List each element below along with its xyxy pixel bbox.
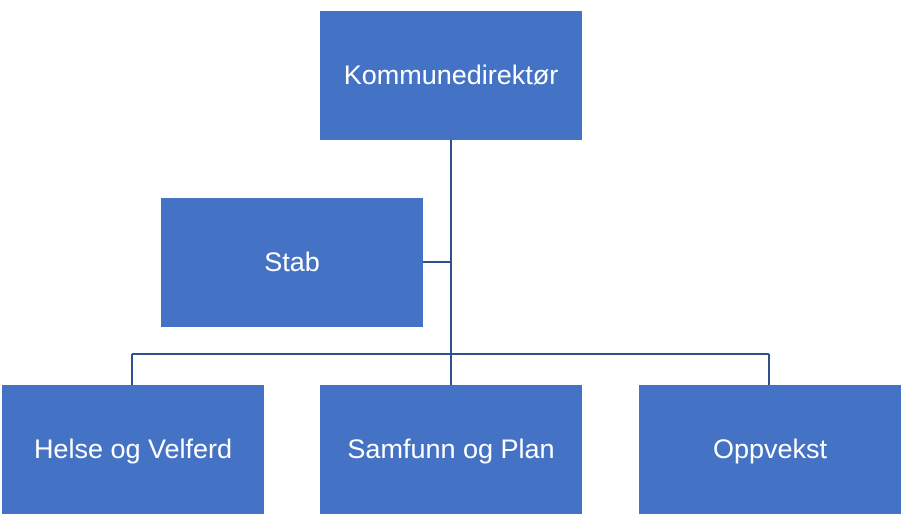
org-node-label: Helse og Velferd xyxy=(33,433,233,464)
org-node-kommunedirektor: Kommunedirektør xyxy=(320,11,582,140)
org-node-label: Stab xyxy=(264,246,320,277)
org-node-label: Samfunn og Plan xyxy=(347,433,555,464)
org-node-samfunn-og-plan: Samfunn og Plan xyxy=(320,385,582,514)
org-node-label: Oppvekst xyxy=(712,433,828,464)
org-node-stab: Stab xyxy=(161,198,423,327)
org-node-helse-og-velferd: Helse og Velferd xyxy=(2,385,264,514)
org-node-oppvekst: Oppvekst xyxy=(639,385,901,514)
org-node-label: Kommunedirektør xyxy=(343,59,559,90)
